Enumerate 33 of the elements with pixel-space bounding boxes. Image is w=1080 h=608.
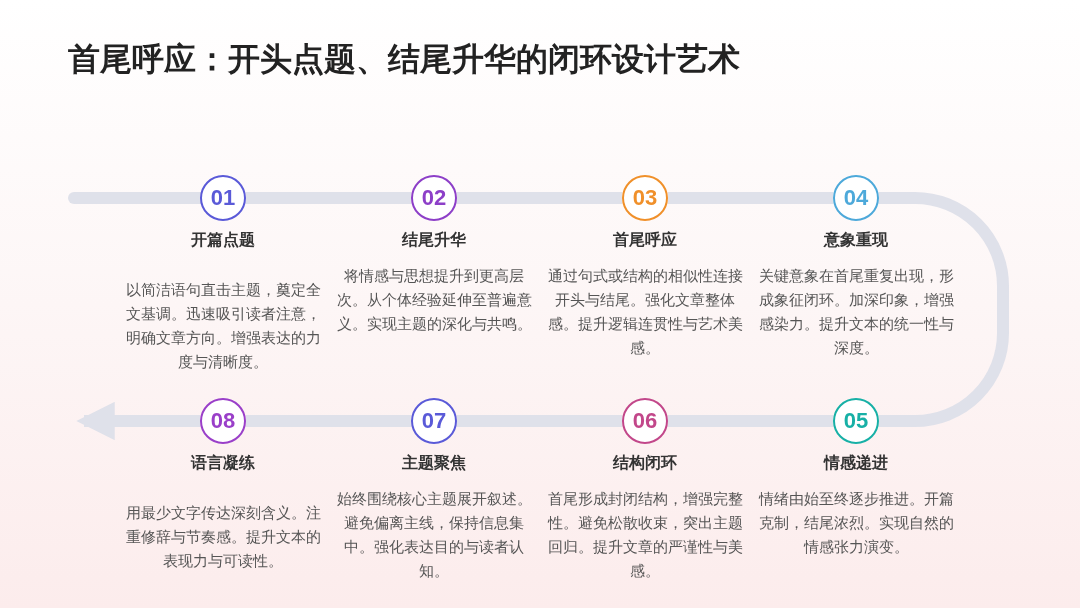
step-heading: 语言凝练 [189, 453, 256, 474]
step-description: 将情感与思想提升到更高层次。从个体经验延伸至普遍意义。实现主题的深化与共鸣。 [336, 267, 532, 334]
step-number-circle: 06 [622, 398, 668, 444]
step-number-circle: 04 [833, 175, 879, 221]
step-number-circle: 05 [833, 398, 879, 444]
step-description: 用最少文字传达深刻含义。注重修辞与节奏感。提升文本的表现力与可读性。 [125, 504, 321, 571]
track-line [457, 192, 622, 204]
track-arrow [76, 401, 200, 441]
step-description: 首尾形成封闭结构，增强完整性。避免松散收束，突出主题回归。提升文章的严谨性与美感。 [547, 490, 743, 581]
step-number-circle: 08 [200, 398, 246, 444]
step-heading: 主题聚焦 [401, 453, 467, 474]
step-heading: 情感递进 [822, 453, 889, 474]
step-description: 关键意象在首尾重复出现，形成象征闭环。加深印象，增强感染力。提升文本的统一性与深度。 [758, 267, 954, 358]
track-line [246, 192, 411, 204]
step-heading: 首尾呼应 [612, 230, 678, 251]
step-description: 以简洁语句直击主题，奠定全文基调。迅速吸引读者注意，明确文章方向。增强表达的力度与清晰度。 [125, 281, 321, 372]
step-number-circle: 02 [411, 175, 457, 221]
step-description: 通过句式或结构的相似性连接开头与结尾。强化文章整体感。提升逻辑连贯性与艺术美感。 [547, 267, 743, 358]
title: 首尾呼应：开头点题、结尾升华的闭环设计艺术 [68, 39, 740, 80]
track-line [246, 415, 411, 427]
track-line [668, 192, 833, 204]
step-heading: 意象重现 [822, 230, 889, 251]
step-heading: 结构闭环 [612, 453, 678, 474]
step-description: 情绪由始至终逐步推进。开篇克制，结尾浓烈。实现自然的情感张力演变。 [758, 490, 954, 557]
step-number-circle: 01 [200, 175, 246, 221]
step-number-circle: 07 [411, 398, 457, 444]
step-heading: 开篇点题 [190, 230, 256, 251]
step-heading: 结尾升华 [401, 230, 467, 251]
step-number-circle: 03 [622, 175, 668, 221]
track-line [668, 415, 833, 427]
track-line [879, 192, 1009, 427]
track-line [457, 415, 622, 427]
step-description: 始终围绕核心主题展开叙述。避免偏离主线，保持信息集中。强化表达目的与读者认知。 [336, 490, 532, 581]
